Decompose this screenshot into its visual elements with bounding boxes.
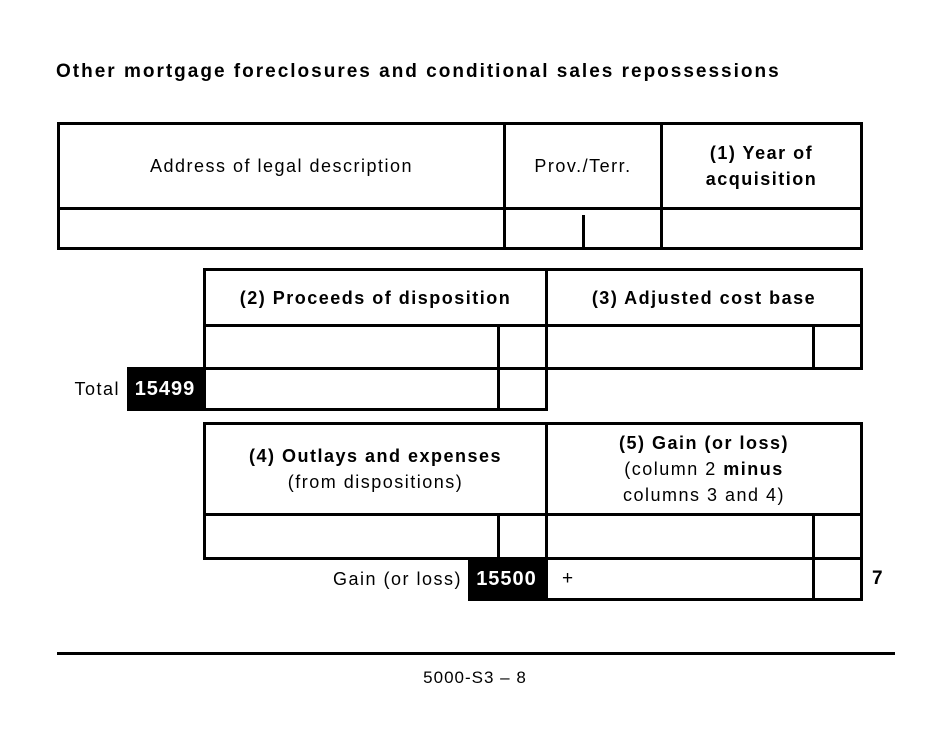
cents-divider [497, 516, 545, 557]
proceeds-amount-cell[interactable] [203, 324, 548, 370]
proceeds-header-cell: (2) Proceeds of disposition [203, 268, 548, 327]
cents-divider [812, 327, 860, 367]
outlays-header-line2: (from dispositions) [287, 472, 464, 492]
cents-divider [497, 370, 545, 408]
gain-header-cell: (5) Gain (or loss) (column 2 minus colum… [545, 422, 863, 516]
total-label: Total [74, 378, 120, 399]
cents-divider [497, 327, 545, 367]
gain-or-loss-label: Gain (or loss) [332, 568, 462, 589]
outlays-header-line1: (4) Outlays and expenses [248, 446, 503, 466]
gain-header-line2: (column 2 minus [624, 459, 784, 479]
year-of-acquisition-header-cell: (1) Year of acquisition [660, 122, 863, 210]
address-input-cell[interactable] [57, 207, 506, 250]
footer-page-number: 5000-S3 – 8 [423, 668, 527, 687]
adjusted-cost-base-amount-cell[interactable] [545, 324, 863, 370]
field-code-15500: 15500 [468, 557, 545, 601]
address-header-cell: Address of legal description [57, 122, 506, 210]
prov-terr-header-cell: Prov./Terr. [503, 122, 663, 210]
year-input-cell[interactable] [660, 207, 863, 250]
field-code-15499: 15499 [127, 367, 203, 411]
gain-header-line1: (5) Gain (or loss) [618, 433, 789, 453]
prov-terr-input-cell[interactable] [503, 207, 663, 250]
outlays-amount-cell[interactable] [203, 513, 548, 560]
gain-header-line3: columns 3 and 4) [622, 485, 786, 505]
gain-amount-cell[interactable] [545, 513, 863, 560]
plus-sign: + [562, 568, 575, 589]
total-amount-cell[interactable] [203, 367, 548, 411]
outlays-header-cell: (4) Outlays and expenses (from dispositi… [203, 422, 548, 516]
section-title: Other mortgage foreclosures and conditio… [56, 61, 781, 82]
gain-total-amount-cell[interactable]: + [545, 557, 863, 601]
adjusted-cost-base-header-cell: (3) Adjusted cost base [545, 268, 863, 327]
footer-rule [57, 652, 895, 655]
prov-terr-divider [582, 215, 585, 247]
cents-divider [812, 560, 860, 598]
cents-divider [812, 516, 860, 557]
line-reference-7: 7 [872, 568, 883, 589]
